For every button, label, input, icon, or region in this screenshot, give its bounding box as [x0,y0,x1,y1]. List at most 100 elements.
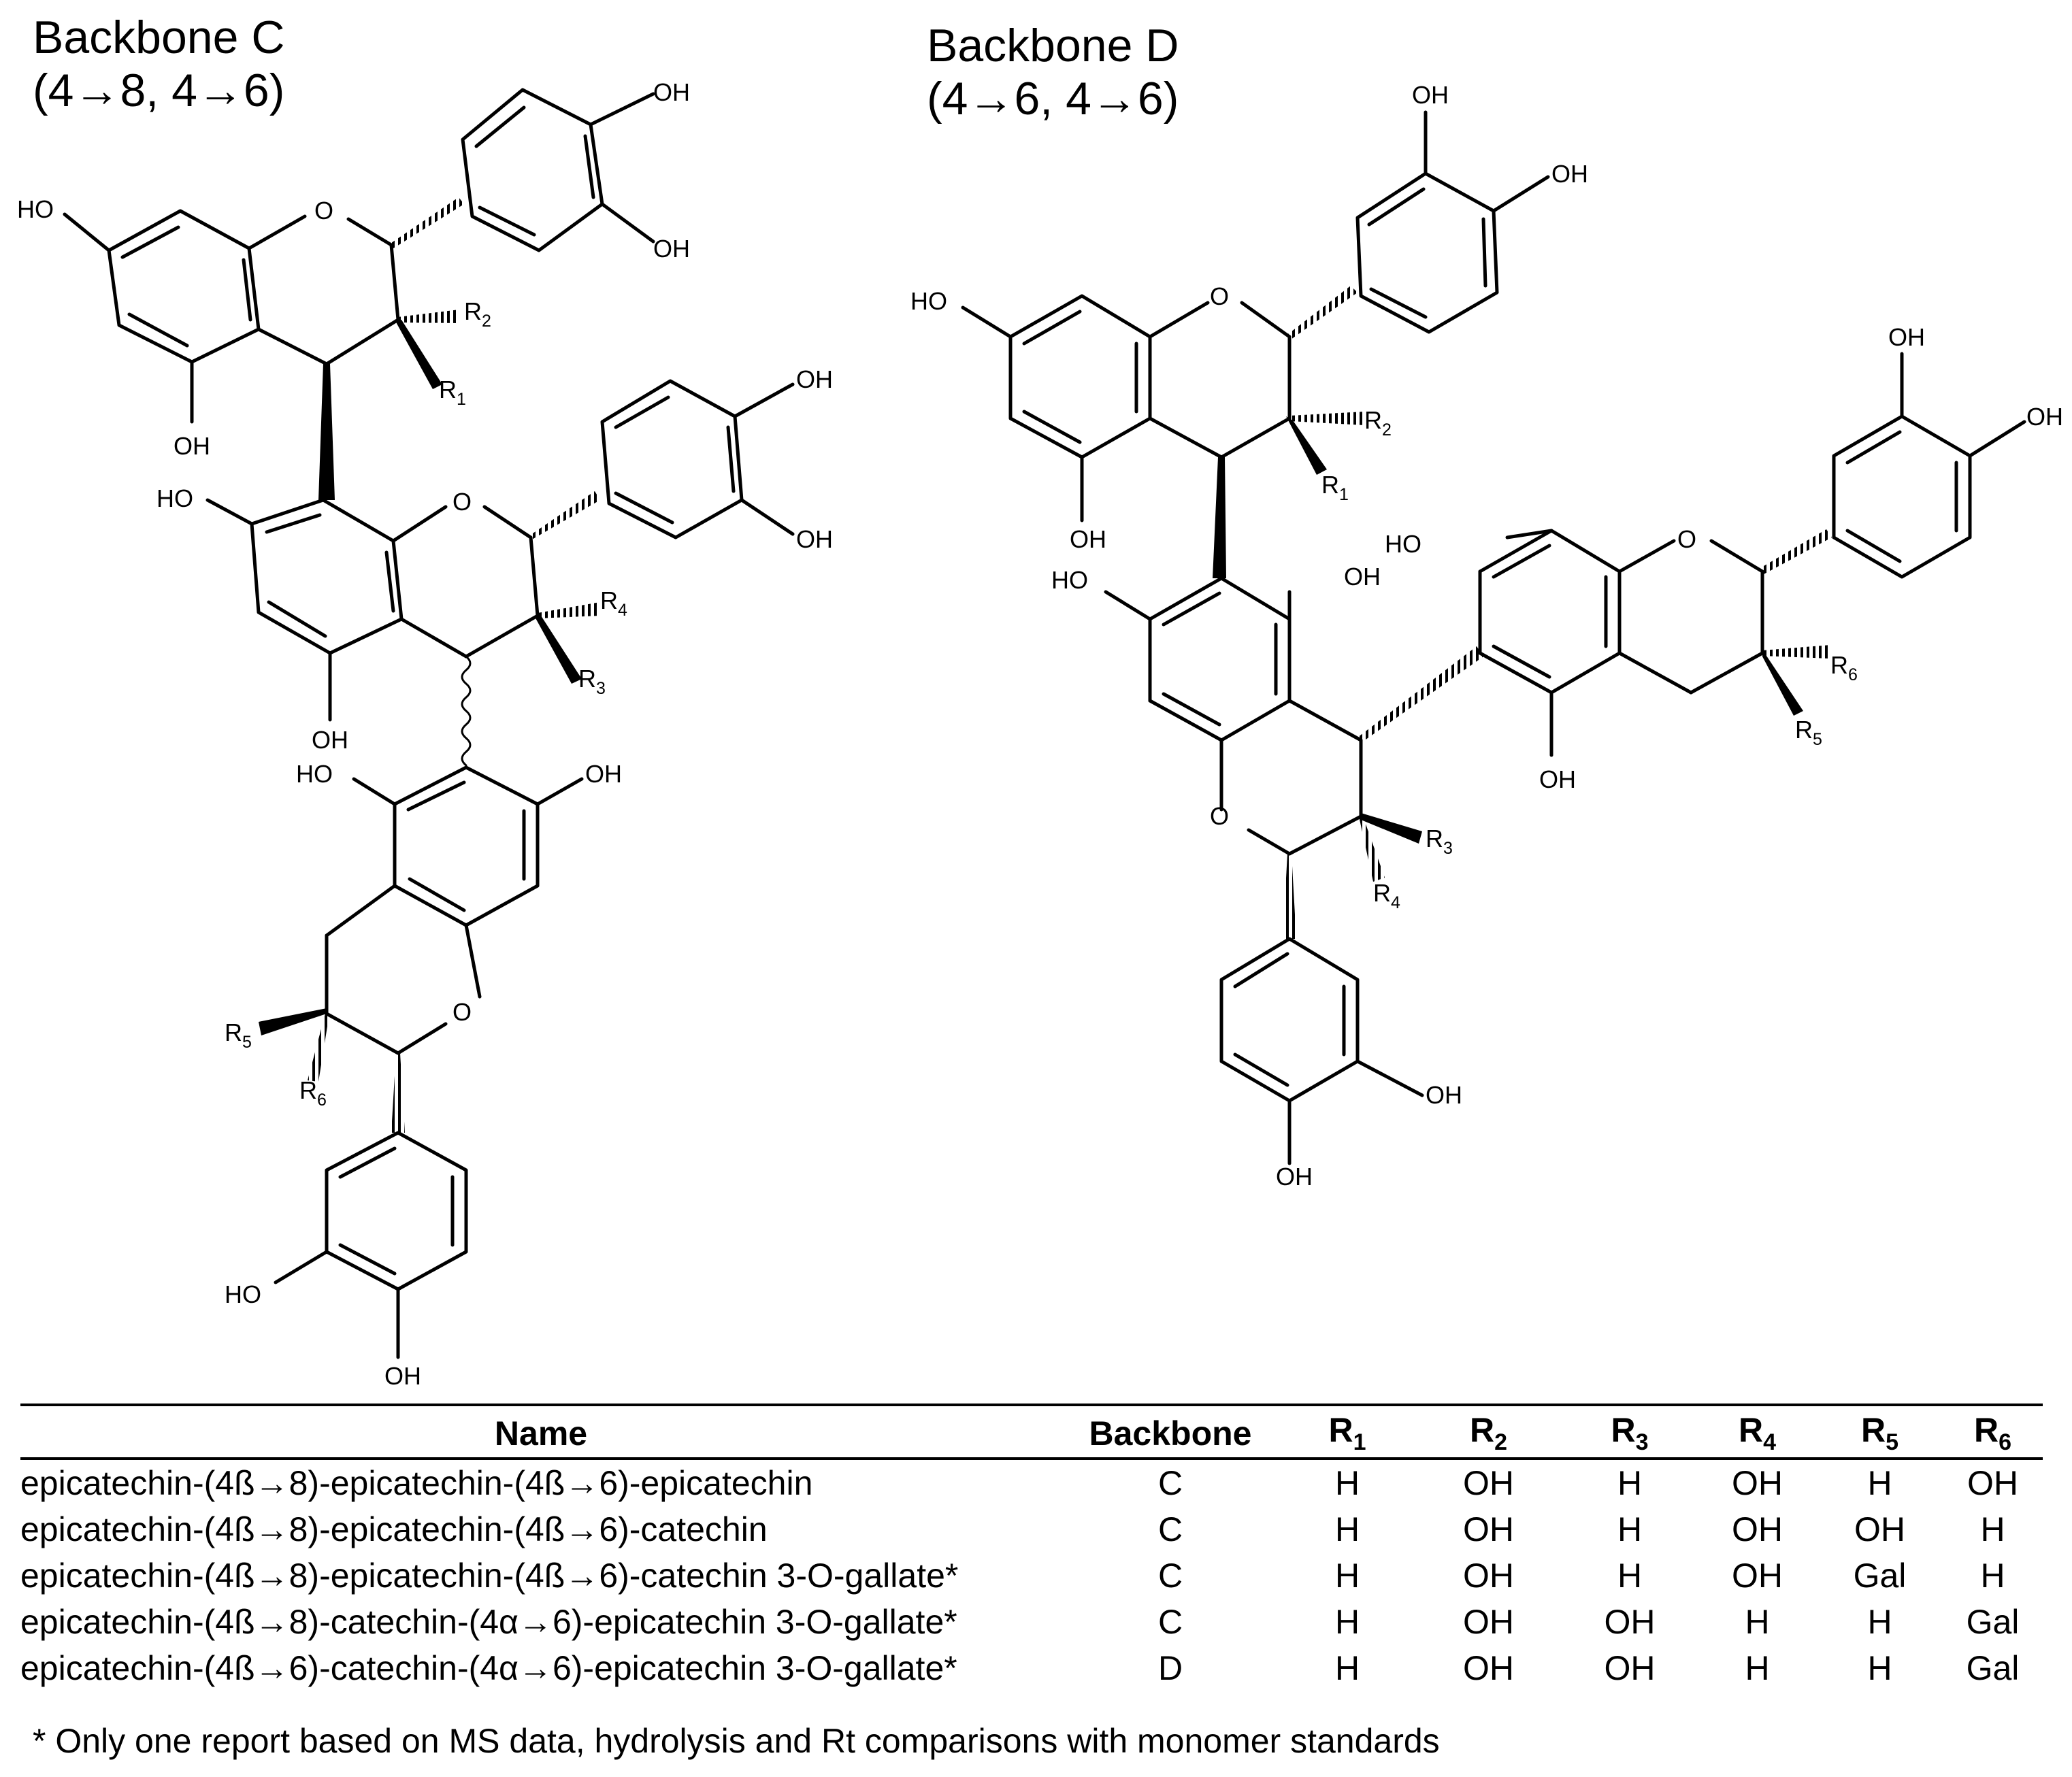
d-r4-label: R4 [1373,879,1400,912]
c-u2-oh-bottom: OH [312,726,348,754]
d-r3-label: R3 [1426,825,1453,858]
table-row: epicatechin-(4ß→8)-epicatechin-(4ß→6)-ca… [20,1552,2043,1599]
compound-table: Name Backbone R1 R2 R3 R4 R5 R6 epicatec… [20,1404,2043,1691]
c-u3-a-ring [393,765,540,927]
d-u3-oh-top: OH [1888,323,1925,351]
header-backbone: Backbone [1062,1404,1279,1460]
d-u1-ho-a: HO [910,287,947,315]
cell-backbone: C [1157,1464,1183,1502]
d-u2-oh-right: OH [1344,563,1381,591]
d-u3-o-ring: O [1677,525,1696,553]
cell-r6: H [1980,1510,2005,1548]
cell-r1: H [1334,1603,1360,1641]
c-u2-oh-mid: OH [796,525,833,553]
table-row: epicatechin-(4ß→8)-epicatechin-(4ß→6)-ca… [20,1506,2043,1552]
header-r5: R5 [1817,1404,1943,1460]
c-bold-wedge-4-8 [318,364,335,500]
backbone-c-structure [63,88,795,1359]
c-u2-ho-a: HO [157,484,193,512]
cell-r6: Gal [1966,1603,2020,1641]
c-r2-label: R2 [464,297,491,331]
cell-r5: H [1867,1464,1892,1502]
d-bold-wedge-4-6 [1213,457,1226,578]
d-r5-label: R5 [1795,716,1822,749]
cell-r3: H [1617,1557,1643,1595]
cell-r4: OH [1732,1557,1783,1595]
c-u3-ho-left: HO [296,760,333,788]
d-u1-oh-bottom: OH [1070,525,1106,553]
header-r1: R1 [1279,1404,1415,1460]
c-u2-catechol-ring [600,379,744,539]
cell-r4: H [1745,1603,1770,1641]
d-r1-label: R1 [1321,471,1349,504]
c-u3-oh-right: OH [585,760,622,788]
d-u3-oh-right: OH [2026,403,2063,431]
table-row: epicatechin-(4ß→8)-catechin-(4α→6)-epica… [20,1599,2043,1645]
c-u2-a-ring [250,498,404,655]
c-wavy-bond [461,655,472,767]
cell-r6: Gal [1966,1649,2020,1687]
backbone-d-title: Backbone D (4→6, 4→6) [927,19,1179,125]
c-u1-oh-bottom: OH [174,432,210,460]
cell-r4: OH [1732,1464,1783,1502]
cell-r6: OH [1967,1464,2018,1502]
d-u1-a-ring [1008,294,1152,459]
d-u1-oh-right: OH [1551,160,1588,188]
cell-r2: OH [1463,1510,1514,1548]
d-u2-ho-left: HO [1051,566,1088,594]
d-u2-oh-catechol-right: OH [1426,1081,1462,1109]
d-u1-o-ring: O [1210,282,1229,310]
cell-r6: H [1980,1557,2005,1595]
cell-r1: H [1334,1649,1360,1687]
cell-r2: OH [1463,1603,1514,1641]
cell-backbone: C [1157,1603,1183,1641]
c-u3-catechol-ring [325,1131,468,1291]
cell-name: epicatechin-(4ß→6)-catechin-(4α→6)-epica… [20,1649,957,1687]
d-r6-label: R6 [1830,651,1858,684]
c-r3-label: R3 [578,665,606,698]
header-name: Name [20,1404,1062,1460]
header-r4: R4 [1698,1404,1817,1460]
backbone-c-name: Backbone C [33,12,285,63]
d-u1-catechol-ring [1355,171,1499,334]
cell-r3: OH [1604,1603,1656,1641]
c-r5-label: R5 [225,1018,252,1052]
cell-name: epicatechin-(4ß→8)-catechin-(4α→6)-epica… [20,1603,957,1641]
backbone-c-linkage: (4→8, 4→6) [33,65,285,116]
header-r6: R6 [1943,1404,2043,1460]
cell-r4: OH [1732,1510,1783,1548]
d-u1-oh-top: OH [1412,81,1449,109]
backbone-d-structure [961,110,2026,1165]
c-u1-a-ring [107,209,261,364]
d-u2-oh-catechol-bottom: OH [1276,1163,1313,1191]
cell-r3: OH [1604,1649,1656,1687]
backbone-c-title: Backbone C (4→8, 4→6) [33,11,284,117]
footnote: * Only one report based on MS data, hydr… [33,1722,1440,1760]
cell-r1: H [1334,1510,1360,1548]
cell-r5: H [1867,1649,1892,1687]
c-u3-o-ring: O [453,998,472,1026]
header-r3: R3 [1562,1404,1698,1460]
cell-r5: H [1867,1603,1892,1641]
cell-backbone: C [1157,1510,1183,1548]
d-u2-o-ring: O [1210,802,1229,830]
c-u1-o-ring: O [314,197,333,225]
c-u2-o-ring: O [453,488,472,516]
c-u1-oh-top: OH [653,78,690,106]
cell-r5: OH [1854,1510,1905,1548]
c-u3-oh-catechol: OH [384,1362,421,1390]
cell-r4: H [1745,1649,1770,1687]
cell-name: epicatechin-(4ß→8)-epicatechin-(4ß→6)-ep… [20,1464,813,1502]
d-u3-catechol-ring [1832,414,1972,579]
cell-name: epicatechin-(4ß→8)-epicatechin-(4ß→6)-ca… [20,1510,768,1548]
header-r2: R2 [1415,1404,1562,1460]
cell-r3: H [1617,1510,1643,1548]
cell-backbone: D [1157,1649,1183,1687]
backbone-d-name: Backbone D [927,20,1179,71]
c-u3-ho-catechol: HO [225,1280,261,1308]
cell-r1: H [1334,1464,1360,1502]
cell-r2: OH [1463,1649,1514,1687]
cell-name: epicatechin-(4ß→8)-epicatechin-(4ß→6)-ca… [20,1557,959,1595]
substituent-table: Name Backbone R1 R2 R3 R4 R5 R6 epicatec… [20,1404,2043,1691]
table-row: epicatechin-(4ß→8)-epicatechin-(4ß→6)-ep… [20,1459,2043,1506]
